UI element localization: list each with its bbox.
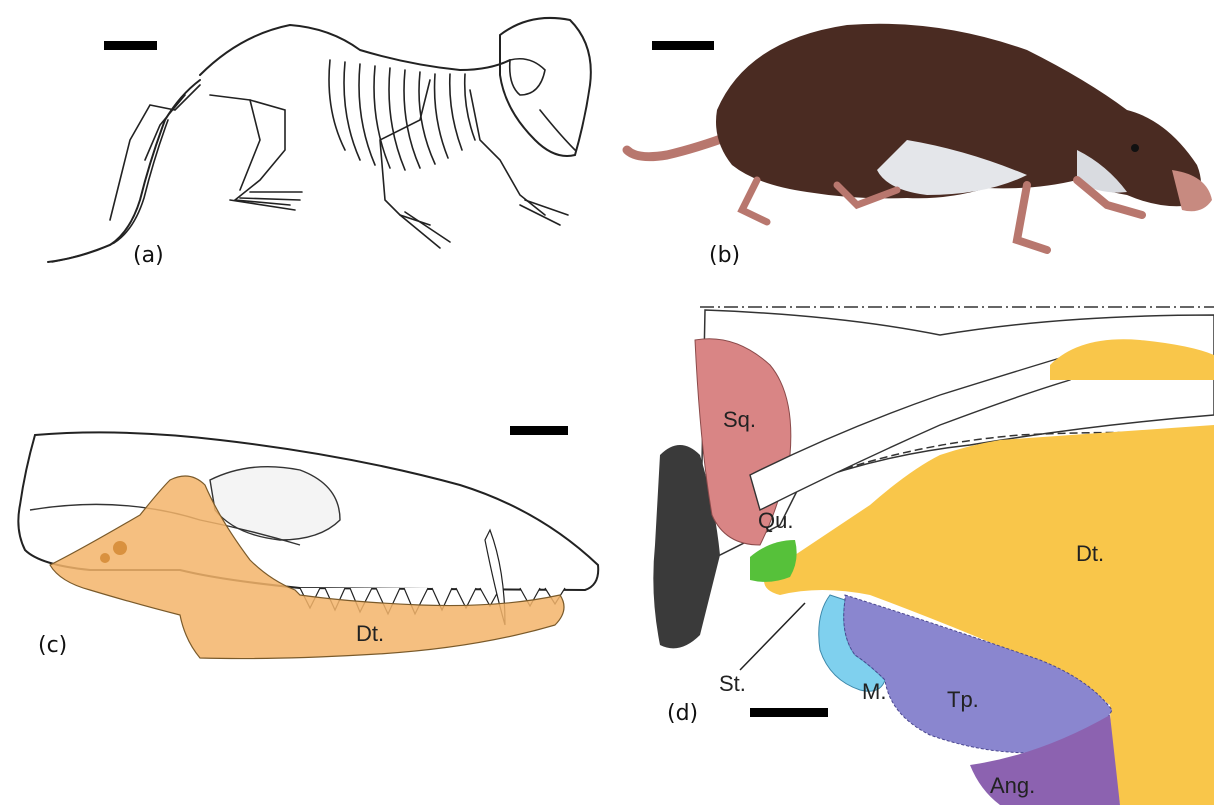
skull-drawing [0, 410, 610, 670]
angular-label: Ang. [990, 773, 1035, 799]
animal-illustration [607, 0, 1214, 280]
panel-c-skull: Dt. (c) [0, 410, 610, 670]
quadrate-label: Qu. [758, 508, 793, 534]
tympanic-label: Tp. [947, 687, 979, 713]
squamosal-label: Sq. [723, 407, 756, 433]
panel-d-ear-detail: Sq. Qu. Dt. St. M. Tp. Ang. (d) [640, 295, 1214, 805]
panel-c-label: (c) [38, 633, 67, 658]
stapes-label: St. [719, 671, 746, 697]
panel-c-dentary-label: Dt. [356, 621, 384, 647]
panel-d-label: (d) [667, 701, 698, 726]
skeleton-drawing [0, 0, 600, 280]
panel-b-reconstruction: (b) [607, 0, 1214, 280]
panel-a-label: (a) [133, 243, 164, 268]
panel-a-skeleton: (a) [0, 0, 600, 280]
dentary-label: Dt. [1076, 541, 1104, 567]
malleus-label: M. [862, 679, 886, 705]
scale-bar-d [750, 708, 828, 717]
ear-region-drawing [640, 295, 1214, 805]
panel-b-label: (b) [709, 243, 740, 268]
